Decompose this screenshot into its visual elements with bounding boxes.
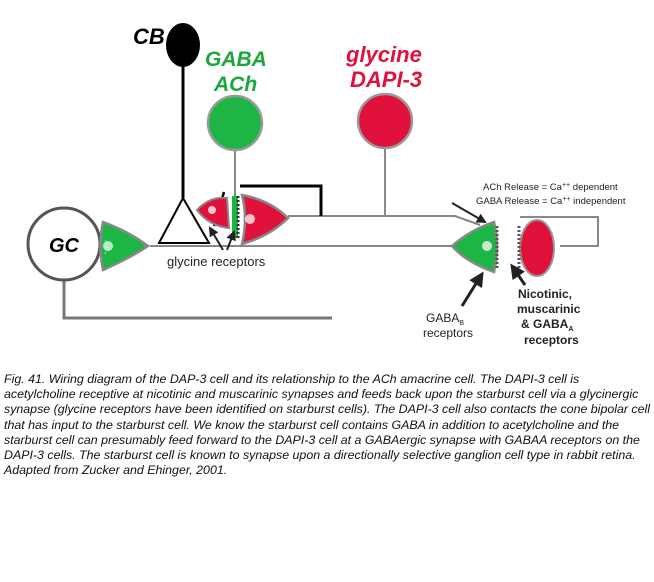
glycine-receptor-strip bbox=[232, 196, 238, 238]
nicotinic-label-2: muscarinic bbox=[517, 302, 581, 316]
cb-soma bbox=[166, 23, 200, 67]
dapi3-right-oval bbox=[519, 219, 555, 277]
ach-label: ACh bbox=[213, 73, 257, 96]
starburst-terminal-gc bbox=[99, 220, 151, 272]
gabab-receptors-label-2: receptors bbox=[423, 326, 473, 340]
dapi3-soma bbox=[356, 92, 414, 150]
gabab-arrow bbox=[460, 271, 484, 307]
wiring-diagram: CB GABA ACh glycine DAPI-3 GC gl bbox=[26, 23, 626, 347]
black-connector bbox=[240, 184, 323, 216]
caption-credit: Adapted from Zucker and Ehinger, 2001. bbox=[4, 463, 228, 478]
glycine-label: glycine bbox=[345, 42, 422, 67]
ach-release-label: ACh Release = Ca++ dependent bbox=[483, 182, 618, 193]
caption-text: Fig. 41. Wiring diagram of the DAP-3 cel… bbox=[4, 372, 651, 463]
vesicle-cluster-3 bbox=[245, 214, 255, 224]
figure-caption: Fig. 41. Wiring diagram of the DAP-3 cel… bbox=[4, 372, 654, 478]
cb-label: CB bbox=[133, 24, 165, 49]
release-arrow bbox=[451, 202, 487, 223]
glycine-receptor-arrow-2 bbox=[226, 230, 236, 251]
gaba-label: GABA bbox=[205, 48, 267, 71]
feedback-loop-bracket bbox=[520, 216, 599, 247]
glycine-receptor-arrow-1 bbox=[208, 226, 224, 251]
dapi3-large-terminal bbox=[240, 193, 290, 246]
dapi3-upper-process bbox=[288, 215, 481, 226]
dapi3-label: DAPI-3 bbox=[350, 67, 422, 92]
vesicle-cluster-1 bbox=[103, 241, 113, 251]
gabab-receptors-label: GABAB bbox=[426, 311, 464, 327]
gc-label: GC bbox=[49, 235, 80, 257]
gaba-release-label: GABA Release = Ca++ independent bbox=[476, 196, 626, 207]
nicotinic-arrow bbox=[510, 263, 527, 286]
gc-axon bbox=[62, 280, 332, 320]
vesicle-cluster-2 bbox=[208, 206, 216, 214]
glycine-receptors-label: glycine receptors bbox=[167, 254, 266, 269]
nicotinic-label-1: Nicotinic, bbox=[518, 287, 572, 301]
starburst-soma bbox=[206, 94, 264, 152]
cb-terminal-triangle bbox=[157, 195, 211, 244]
nicotinic-label-4: receptors bbox=[524, 333, 579, 347]
nicotinic-label-3: & GABAA bbox=[521, 317, 573, 333]
vesicle-cluster-4 bbox=[482, 241, 492, 251]
